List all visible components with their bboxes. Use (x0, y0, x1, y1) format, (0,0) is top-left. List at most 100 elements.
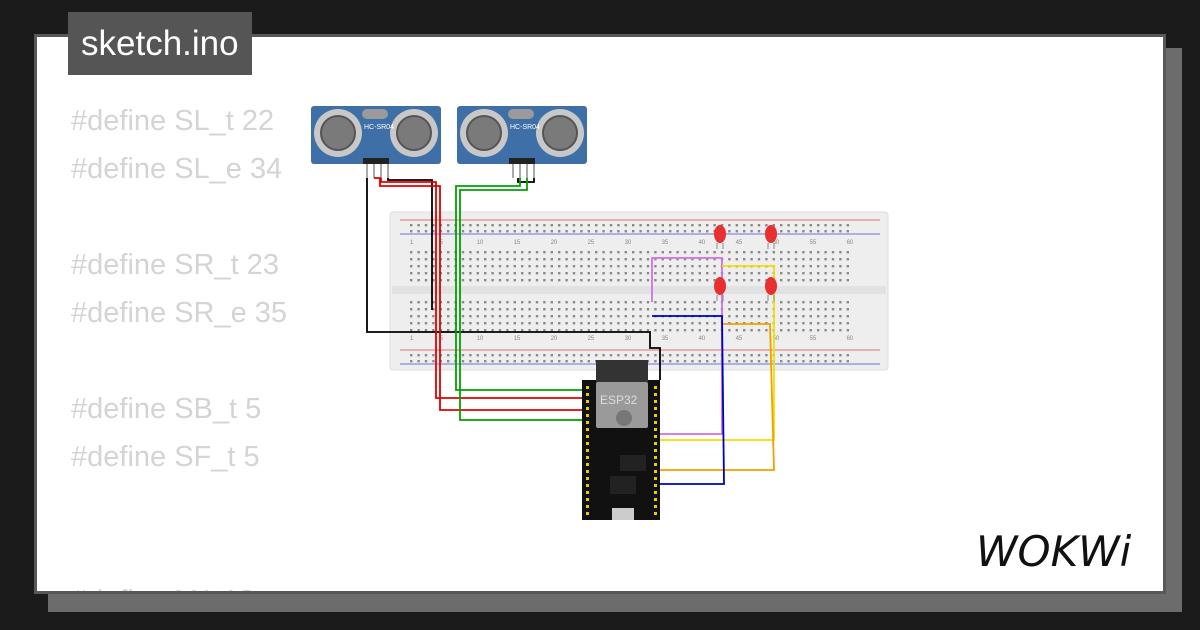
breadboard-hole (809, 360, 812, 363)
breadboard-column-label: 40 (699, 240, 706, 246)
wire-green (455, 178, 590, 391)
breadboard-hole (543, 360, 546, 363)
breadboard-hole (410, 360, 413, 363)
breadboard-hole (432, 251, 435, 254)
breadboard-hole (417, 322, 420, 325)
breadboard-hole (461, 360, 465, 363)
breadboard-hole (417, 308, 420, 311)
led-4[interactable] (765, 277, 777, 301)
breadboard-hole (646, 329, 650, 332)
led-2[interactable] (765, 225, 777, 249)
esp32-pin (586, 421, 589, 424)
breadboard-hole (824, 360, 827, 363)
breadboard-hole (743, 329, 746, 332)
esp32-board[interactable]: ESP32 (582, 360, 660, 520)
breadboard-hole (728, 272, 731, 275)
breadboard-hole (595, 251, 598, 254)
breadboard-hole (824, 279, 827, 282)
breadboard-hole (624, 272, 627, 275)
breadboard-hole (410, 315, 413, 318)
breadboard-hole (484, 258, 487, 261)
esp32-pin (654, 428, 657, 431)
breadboard-hole (802, 279, 805, 282)
breadboard-hole (750, 258, 753, 261)
breadboard-hole (683, 265, 687, 268)
breadboard-hole (646, 265, 650, 268)
breadboard-hole (528, 265, 531, 268)
breadboard-hole (447, 272, 450, 275)
wire-red (374, 177, 590, 411)
esp32-pin (586, 386, 589, 389)
breadboard-hole (558, 279, 561, 282)
sensor-label: HC-SR04 (364, 124, 394, 131)
breadboard-hole (817, 301, 820, 304)
breadboard-hole (713, 272, 716, 275)
breadboard-hole (794, 360, 798, 363)
breadboard-hole (506, 329, 509, 332)
breadboard-hole (580, 265, 583, 268)
breadboard-hole (550, 265, 553, 268)
breadboard-hole (432, 322, 435, 325)
breadboard-hole (839, 279, 842, 282)
breadboard-column-label: 1 (410, 336, 414, 342)
breadboard-hole (632, 322, 635, 325)
breadboard-hole (498, 251, 502, 254)
breadboard-hole (550, 308, 553, 311)
breadboard-hole (580, 315, 583, 318)
breadboard-hole (506, 308, 509, 311)
ultrasonic-sensor-right[interactable]: HC-SR04 (457, 106, 587, 178)
breadboard-hole (706, 322, 709, 325)
breadboard-hole (639, 224, 642, 227)
breadboard-hole (476, 265, 479, 268)
breadboard-hole (669, 272, 672, 275)
breadboard-hole (698, 301, 701, 304)
breadboard-hole (846, 308, 849, 311)
ultrasonic-sensor-left[interactable]: HC-SR04 (311, 106, 441, 178)
breadboard-hole (750, 224, 753, 227)
breadboard-hole (491, 258, 494, 261)
breadboard-hole (817, 315, 820, 318)
breadboard-hole (506, 354, 509, 357)
breadboard-hole (410, 272, 413, 275)
breadboard-hole (831, 251, 835, 254)
esp32-pin (586, 435, 589, 438)
breadboard-hole (728, 308, 731, 311)
breadboard-hole (498, 308, 502, 311)
breadboard-hole (513, 279, 516, 282)
breadboard-hole (602, 329, 605, 332)
led-1[interactable] (714, 225, 726, 249)
breadboard-hole (765, 329, 768, 332)
breadboard-hole (654, 308, 657, 311)
breadboard-hole (661, 224, 664, 227)
breadboard-hole (639, 354, 642, 357)
breadboard-hole (565, 322, 568, 325)
wire-blue (652, 315, 725, 485)
esp32-pin (654, 477, 657, 480)
breadboard-hole (447, 315, 450, 318)
sketch-tab[interactable]: sketch.ino (68, 12, 252, 75)
breadboard-hole (535, 224, 539, 227)
breadboard-hole (506, 251, 509, 254)
breadboard-hole (476, 360, 479, 363)
breadboard-hole (528, 230, 531, 233)
breadboard-hole (706, 230, 709, 233)
breadboard-hole (543, 230, 546, 233)
breadboard-hole (469, 251, 472, 254)
breadboard-hole (683, 329, 687, 332)
breadboard-hole (817, 279, 820, 282)
breadboard-hole (543, 258, 546, 261)
breadboard-hole (691, 251, 694, 254)
breadboard-hole (469, 360, 472, 363)
breadboard-hole (602, 308, 605, 311)
breadboard-hole (824, 354, 827, 357)
breadboard-hole (617, 279, 620, 282)
breadboard-column-label: 45 (736, 240, 743, 246)
breadboard-hole (550, 354, 553, 357)
breadboard-hole (720, 224, 724, 227)
breadboard-hole (802, 272, 805, 275)
breadboard-hole (609, 265, 613, 268)
breadboard-hole (528, 322, 531, 325)
breadboard-hole (809, 354, 812, 357)
breadboard-hole (809, 258, 812, 261)
led-3[interactable] (714, 277, 726, 301)
